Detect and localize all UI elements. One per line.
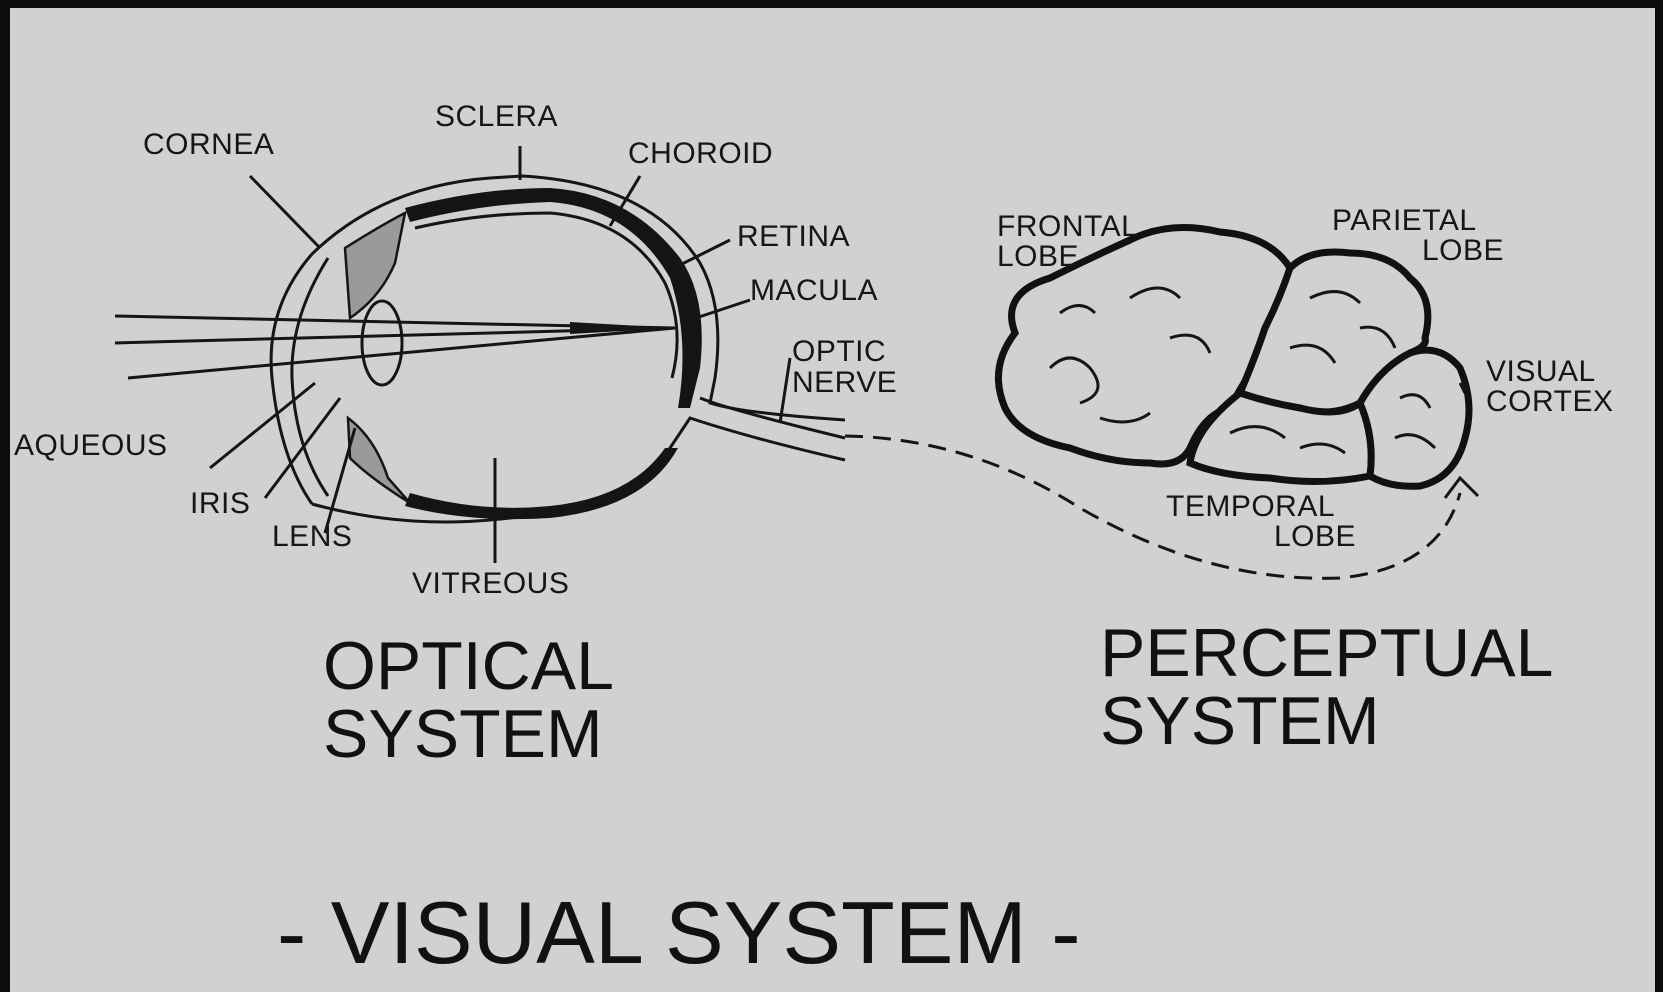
label-temporal-lobe-line1: TEMPORAL (1166, 490, 1335, 523)
label-retina: RETINA (737, 220, 850, 253)
label-frontal-lobe-line2: LOBE (997, 240, 1079, 273)
ciliary-body-lower (348, 418, 410, 503)
heading-perceptual-line2: SYSTEM (1100, 683, 1380, 759)
label-aqueous: AQUEOUS (14, 429, 168, 462)
label-cornea: CORNEA (143, 128, 274, 161)
cornea-inner-outline (292, 258, 328, 496)
label-iris: IRIS (190, 487, 250, 520)
label-parietal-lobe-line1: PARIETAL (1332, 204, 1477, 237)
choroid-band-lower (405, 448, 678, 519)
eye-diagram (115, 176, 845, 522)
cornea-leader (250, 176, 320, 248)
diagram-title: - VISUAL SYSTEM - (277, 883, 1081, 982)
label-frontal-lobe-line1: FRONTAL (997, 210, 1138, 243)
retina-outline (415, 213, 677, 378)
visual-system-diagram: SCLERA CORNEA CHOROID RETINA MACULA OPTI… (10, 8, 1655, 992)
label-optic-nerve-line1: OPTIC (792, 335, 886, 368)
lens-leader (325, 428, 355, 533)
optic-nerve-leader (780, 358, 790, 423)
label-choroid: CHOROID (628, 137, 773, 170)
heading-optical-line1: OPTICAL (323, 628, 614, 704)
eye-leader-lines (210, 146, 790, 563)
heading-perceptual-line1: PERCEPTUAL (1100, 615, 1553, 691)
label-visual-cortex-line1: VISUAL (1486, 355, 1596, 388)
label-parietal-lobe-line2: LOBE (1422, 234, 1504, 267)
heading-optical-line2: SYSTEM (323, 696, 603, 772)
label-sclera: SCLERA (435, 100, 558, 133)
label-lens: LENS (272, 520, 352, 553)
lens-shape (362, 301, 402, 385)
label-macula: MACULA (750, 274, 878, 307)
label-vitreous: VITREOUS (412, 567, 569, 600)
label-visual-cortex-line2: CORTEX (1486, 385, 1613, 418)
label-optic-nerve-line2: NERVE (792, 366, 897, 399)
pathway-arrowhead (1445, 478, 1478, 498)
label-temporal-lobe-line2: LOBE (1274, 520, 1356, 553)
